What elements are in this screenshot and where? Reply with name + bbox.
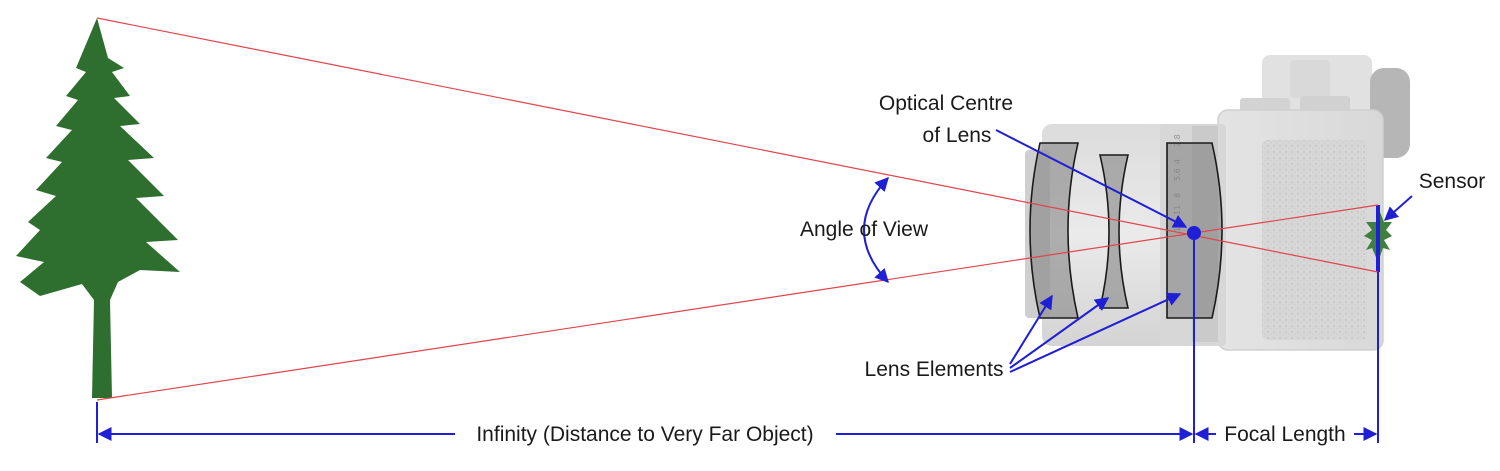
- angle-of-view-arc: [863, 176, 889, 284]
- infinity-label: Infinity (Distance to Very Far Object): [476, 423, 813, 446]
- aperture-mark: 2.8: [1173, 134, 1182, 147]
- angle-of-view-label: Angle of View: [800, 218, 929, 241]
- camera-leather-grip: [1262, 140, 1367, 340]
- sensor-label: Sensor: [1419, 170, 1486, 193]
- light-rays: [96, 17, 1379, 401]
- optical-centre-pointer: [995, 129, 1188, 228]
- lens-element-pointer-front: [1009, 294, 1053, 365]
- tree-icon: [16, 18, 180, 398]
- ray-bottom-to-sensor-top: [96, 204, 1379, 401]
- sensor-pointer: [1383, 195, 1413, 221]
- optical-centre-label-line2: of Lens: [923, 124, 992, 147]
- optical-centre-label-line1: Optical Centre: [879, 92, 1013, 115]
- lens-element-pointer-middle: [1009, 297, 1110, 369]
- distance-dimensions: Infinity (Distance to Very Far Object) F…: [96, 240, 1379, 446]
- focal-length-label: Focal Length: [1224, 423, 1345, 446]
- lens-elements-label: Lens Elements: [865, 358, 1004, 381]
- optical-centre-dot: [1187, 226, 1201, 240]
- lens-element-pointer-rear: [1009, 292, 1182, 373]
- lens-element-front: [1029, 142, 1080, 319]
- ray-top-to-sensor-bottom: [96, 17, 1379, 273]
